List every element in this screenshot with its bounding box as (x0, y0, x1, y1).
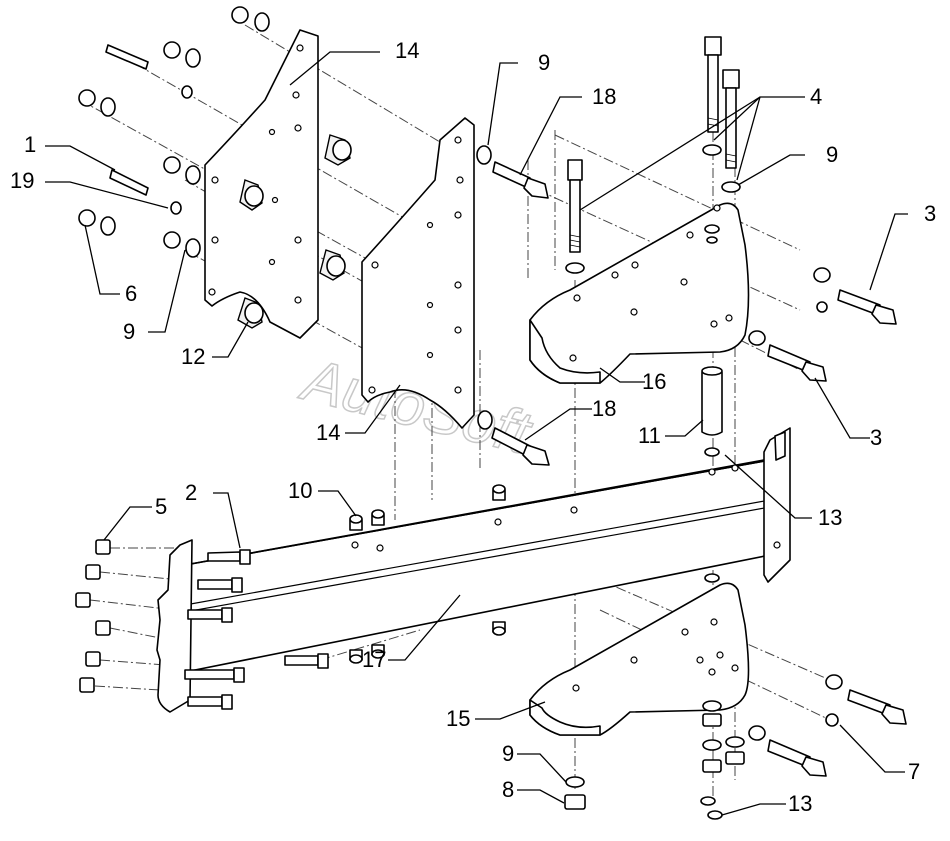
callout-8: 8 (502, 777, 514, 802)
bolt-3-upper (813, 267, 897, 325)
mounting-plate-14-front (361, 117, 475, 429)
upper-bracket-16 (529, 202, 750, 384)
leader-lines (45, 51, 908, 816)
callout-3-upper: 3 (924, 201, 936, 226)
callout-9-right: 9 (826, 142, 838, 167)
callout-18-upper: 18 (592, 84, 616, 109)
callout-6: 6 (125, 281, 137, 306)
callout-labels: 14 1 19 6 9 12 9 18 4 9 3 16 3 14 18 11 … (10, 38, 936, 816)
beam-flange-2 (156, 539, 193, 713)
beam-bolts-nuts (75, 539, 329, 710)
lower-bracket-15 (529, 582, 750, 736)
callout-1: 1 (24, 132, 36, 157)
callout-9-left: 9 (123, 319, 135, 344)
callout-12: 12 (181, 344, 205, 369)
callout-19: 19 (10, 168, 34, 193)
callout-13-right: 13 (818, 505, 842, 530)
spacer-bushing-12 (237, 134, 352, 329)
callout-15: 15 (446, 706, 470, 731)
main-beam-17 (184, 457, 776, 673)
long-bolt-4-right (702, 36, 741, 193)
callout-9-upper: 9 (538, 50, 550, 75)
small-bolt-1 (105, 44, 149, 196)
callout-14-lower: 14 (316, 420, 340, 445)
nut-washer-set-left (78, 6, 270, 258)
callout-4: 4 (810, 84, 822, 109)
bolt-7-lower-right (748, 674, 907, 777)
callout-5: 5 (155, 494, 167, 519)
bolt-3-lower (748, 330, 827, 382)
sleeve-11 (701, 366, 723, 436)
caps-10-13 (349, 224, 723, 820)
long-bolt-4-left (565, 159, 585, 274)
callout-11: 11 (638, 423, 661, 448)
mounting-plate-14-rear (204, 29, 319, 339)
bolt-18-lower (477, 410, 550, 466)
callout-16: 16 (642, 369, 666, 394)
callout-13-bottom: 13 (788, 791, 812, 816)
callout-17: 17 (362, 647, 386, 672)
bolt-18-upper (476, 145, 549, 199)
callout-14-top: 14 (395, 38, 419, 63)
callout-2: 2 (185, 480, 197, 505)
callout-7: 7 (908, 759, 920, 784)
callout-3-lower: 3 (870, 425, 882, 450)
callout-10: 10 (288, 478, 312, 503)
callout-18-lower: 18 (592, 396, 616, 421)
beam-end-plate-right (763, 427, 791, 583)
callout-9-bottom: 9 (502, 741, 514, 766)
nut-stack-8-9 (564, 700, 745, 810)
